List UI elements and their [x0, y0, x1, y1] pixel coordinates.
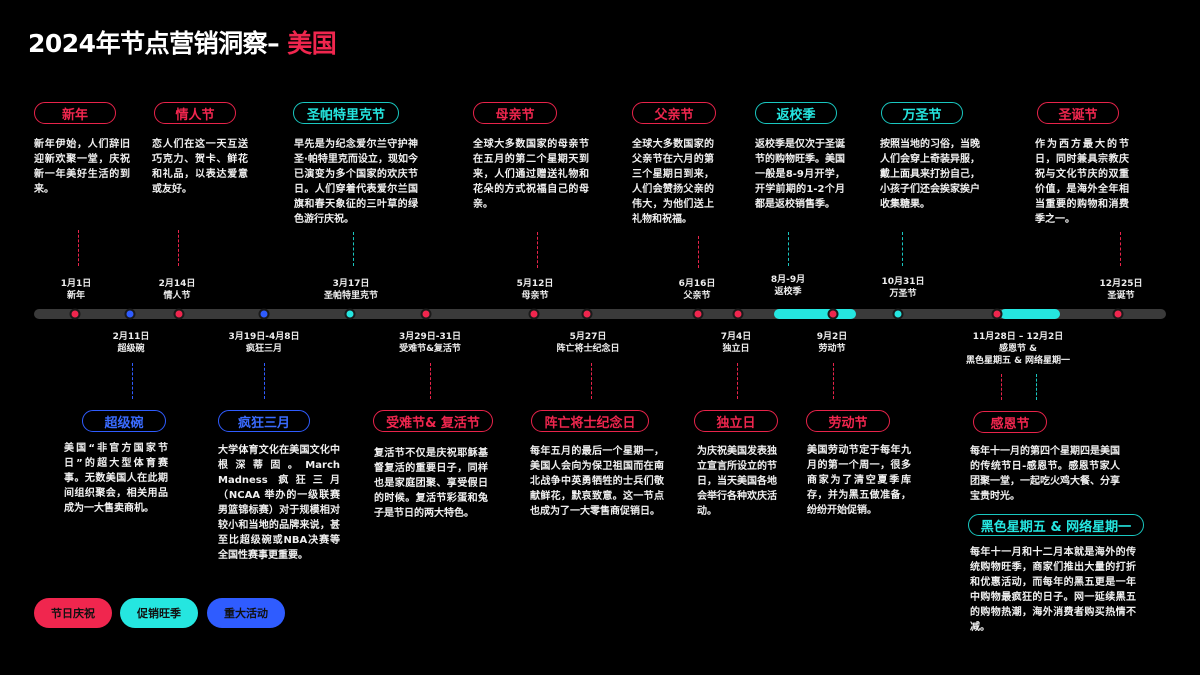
event-pill-back-to-school: 返校季 — [755, 102, 837, 124]
dot-independence-day — [732, 308, 744, 320]
event-desc-easter: 复活节不仅是庆祝耶稣基督复活的重要日子，同样也是家庭团聚、享受假日的时候。复活节… — [374, 448, 488, 519]
event-desc-march-madness: 大学体育文化在美国文化中根深蒂固。March Madness 疯狂三月（NCAA… — [218, 445, 340, 561]
event-pill-st-patricks: 圣帕特里克节 — [293, 102, 399, 124]
connector-memorial-day — [591, 363, 592, 399]
legend-major-event: 重大活动 — [207, 598, 285, 628]
timeline-label-fathers-day: 6月16日父亲节 — [678, 279, 716, 301]
event-desc-independence-day: 为庆祝美国发表独立宣言所设立的节日，当天美国各地会举行各种欢庆活动。 — [697, 446, 777, 517]
event-desc-back-to-school: 返校季是仅次于圣诞节的购物旺季。美国一般是8-9月开学，开学前期的1-2个月都是… — [755, 139, 845, 210]
timeline-label-thanksgiving-bfcm: 11月28日 – 12月2日感恩节 &黑色星期五 & 网络星期一 — [965, 332, 1071, 366]
event-desc-thanksgiving: 每年十一月的第四个星期四是美国的传统节日-感恩节。感恩节家人团聚一堂，一起吃火鸡… — [970, 446, 1120, 502]
connector-easter — [430, 363, 431, 399]
event-pill-memorial-day: 阵亡将士纪念日 — [531, 410, 649, 432]
dot-easter — [420, 308, 432, 320]
timeline-label-christmas: 12月25日圣诞节 — [1099, 279, 1143, 301]
connector-valentines — [178, 230, 179, 266]
timeline-label-march-madness: 3月19日-4月8日疯狂三月 — [228, 332, 300, 354]
event-pill-fathers-day: 父亲节 — [632, 102, 716, 124]
connector-fathers-day — [698, 236, 699, 268]
dot-christmas — [1112, 308, 1124, 320]
timeline-track — [34, 309, 1166, 319]
event-pill-easter: 受难节& 复活节 — [373, 410, 493, 432]
event-pill-valentines: 情人节 — [154, 102, 236, 124]
event-desc-christmas: 作为西方最大的节日，同时兼具宗教庆祝与文化节庆的双重价值，是海外全年相当重要的购… — [1035, 139, 1129, 225]
event-pill-super-bowl: 超级碗 — [82, 410, 166, 432]
dot-new-year — [69, 308, 81, 320]
event-desc-fathers-day: 全球大多数国家的父亲节在六月的第三个星期日到来，人们会赞扬父亲的伟大，为他们送上… — [632, 139, 714, 225]
dot-fathers-day — [692, 308, 704, 320]
event-desc-memorial-day: 每年五月的最后一个星期一，美国人会向为保卫祖国而在南北战争中英勇牺牲的士兵们敬献… — [530, 446, 664, 517]
connector-labor-day — [833, 363, 834, 399]
event-pill-mothers-day: 母亲节 — [473, 102, 557, 124]
connector-st-patricks — [353, 232, 354, 266]
segment-black-friday-cyber-monday — [1000, 309, 1060, 319]
dot-halloween — [892, 308, 904, 320]
timeline-label-independence-day: 7月4日独立日 — [720, 332, 752, 354]
timeline-label-st-patricks: 3月17日圣帕特里克节 — [323, 279, 379, 301]
connector-halloween — [902, 232, 903, 266]
timeline-label-labor-day: 9月2日劳动节 — [816, 332, 848, 354]
legend-festival: 节日庆祝 — [34, 598, 112, 628]
event-pill-new-year: 新年 — [34, 102, 116, 124]
dot-st-patricks — [344, 308, 356, 320]
event-pill-black-friday-cyber-monday: 黑色星期五 & 网络星期一 — [968, 514, 1144, 536]
event-pill-independence-day: 独立日 — [694, 410, 778, 432]
timeline-label-memorial-day: 5月27日阵亡将士纪念日 — [556, 332, 620, 354]
dot-super-bowl — [124, 308, 136, 320]
event-desc-super-bowl: 美国“非官方国家节日”的超大型体育赛事。无数美国人在此期间组织聚会，相关用品成为… — [64, 443, 168, 514]
event-desc-mothers-day: 全球大多数国家的母亲节在五月的第二个星期天到来，人们通过赠送礼物和花朵的方式祝福… — [473, 139, 589, 210]
connector-thanksgiving — [1001, 374, 1002, 400]
event-pill-march-madness: 疯狂三月 — [218, 410, 310, 432]
event-desc-st-patricks: 早先是为纪念爱尔兰守护神圣·帕特里克而设立，现如今已演变为多个国家的欢庆节日。人… — [294, 139, 418, 225]
event-desc-labor-day: 美国劳动节定于每年九月的第一个周一，很多商家为了清空夏季库存，并为黑五做准备，纷… — [807, 445, 911, 516]
event-desc-black-friday-cyber-monday: 每年十一月和十二月本就是海外的传统购物旺季，商家们推出大量的打折和优惠活动，而每… — [970, 547, 1136, 633]
timeline-label-easter: 3月29日-31日受难节&复活节 — [398, 332, 462, 354]
timeline-label-mothers-day: 5月12日母亲节 — [516, 279, 554, 301]
timeline-label-super-bowl: 2月11日超级碗 — [112, 332, 150, 354]
event-pill-halloween: 万圣节 — [881, 102, 963, 124]
timeline-label-new-year: 1月1日新年 — [60, 279, 92, 301]
page-title: 2024年节点营销洞察– 美国 — [28, 24, 337, 60]
dot-labor-day — [827, 308, 839, 320]
connector-christmas — [1120, 232, 1121, 266]
dot-memorial-day — [581, 308, 593, 320]
event-desc-new-year: 新年伊始，人们辞旧迎新欢聚一堂，庆祝新一年美好生活的到来。 — [34, 139, 130, 195]
event-pill-labor-day: 劳动节 — [806, 410, 890, 432]
dot-march-madness — [258, 308, 270, 320]
timeline-label-back-to-school: 8月-9月返校季 — [770, 275, 806, 297]
connector-march-madness — [264, 363, 265, 399]
connector-black-friday — [1036, 374, 1037, 400]
connector-independence-day — [737, 363, 738, 399]
connector-new-year — [78, 230, 79, 266]
connector-super-bowl — [132, 363, 133, 399]
event-desc-valentines: 恋人们在这一天互送巧克力、贺卡、鲜花和礼品，以表达爱意或友好。 — [152, 139, 248, 195]
dot-mothers-day — [528, 308, 540, 320]
connector-mothers-day — [537, 232, 538, 268]
event-pill-thanksgiving: 感恩节 — [973, 411, 1047, 433]
title-country: 美国 — [287, 29, 337, 58]
event-pill-christmas: 圣诞节 — [1037, 102, 1119, 124]
timeline-label-halloween: 10月31日万圣节 — [881, 277, 925, 299]
segment-back-to-school — [774, 309, 856, 319]
title-main: 2024年节点营销洞察– — [28, 29, 288, 58]
dot-thanksgiving — [991, 308, 1003, 320]
event-desc-halloween: 按照当地的习俗，当晚人们会穿上奇装异服，戴上面具来打扮自己，小孩子们还会挨家挨户… — [880, 139, 980, 210]
dot-valentines — [173, 308, 185, 320]
timeline-label-valentines: 2月14日情人节 — [158, 279, 196, 301]
connector-back-to-school — [788, 232, 789, 266]
legend-promo: 促销旺季 — [120, 598, 198, 628]
